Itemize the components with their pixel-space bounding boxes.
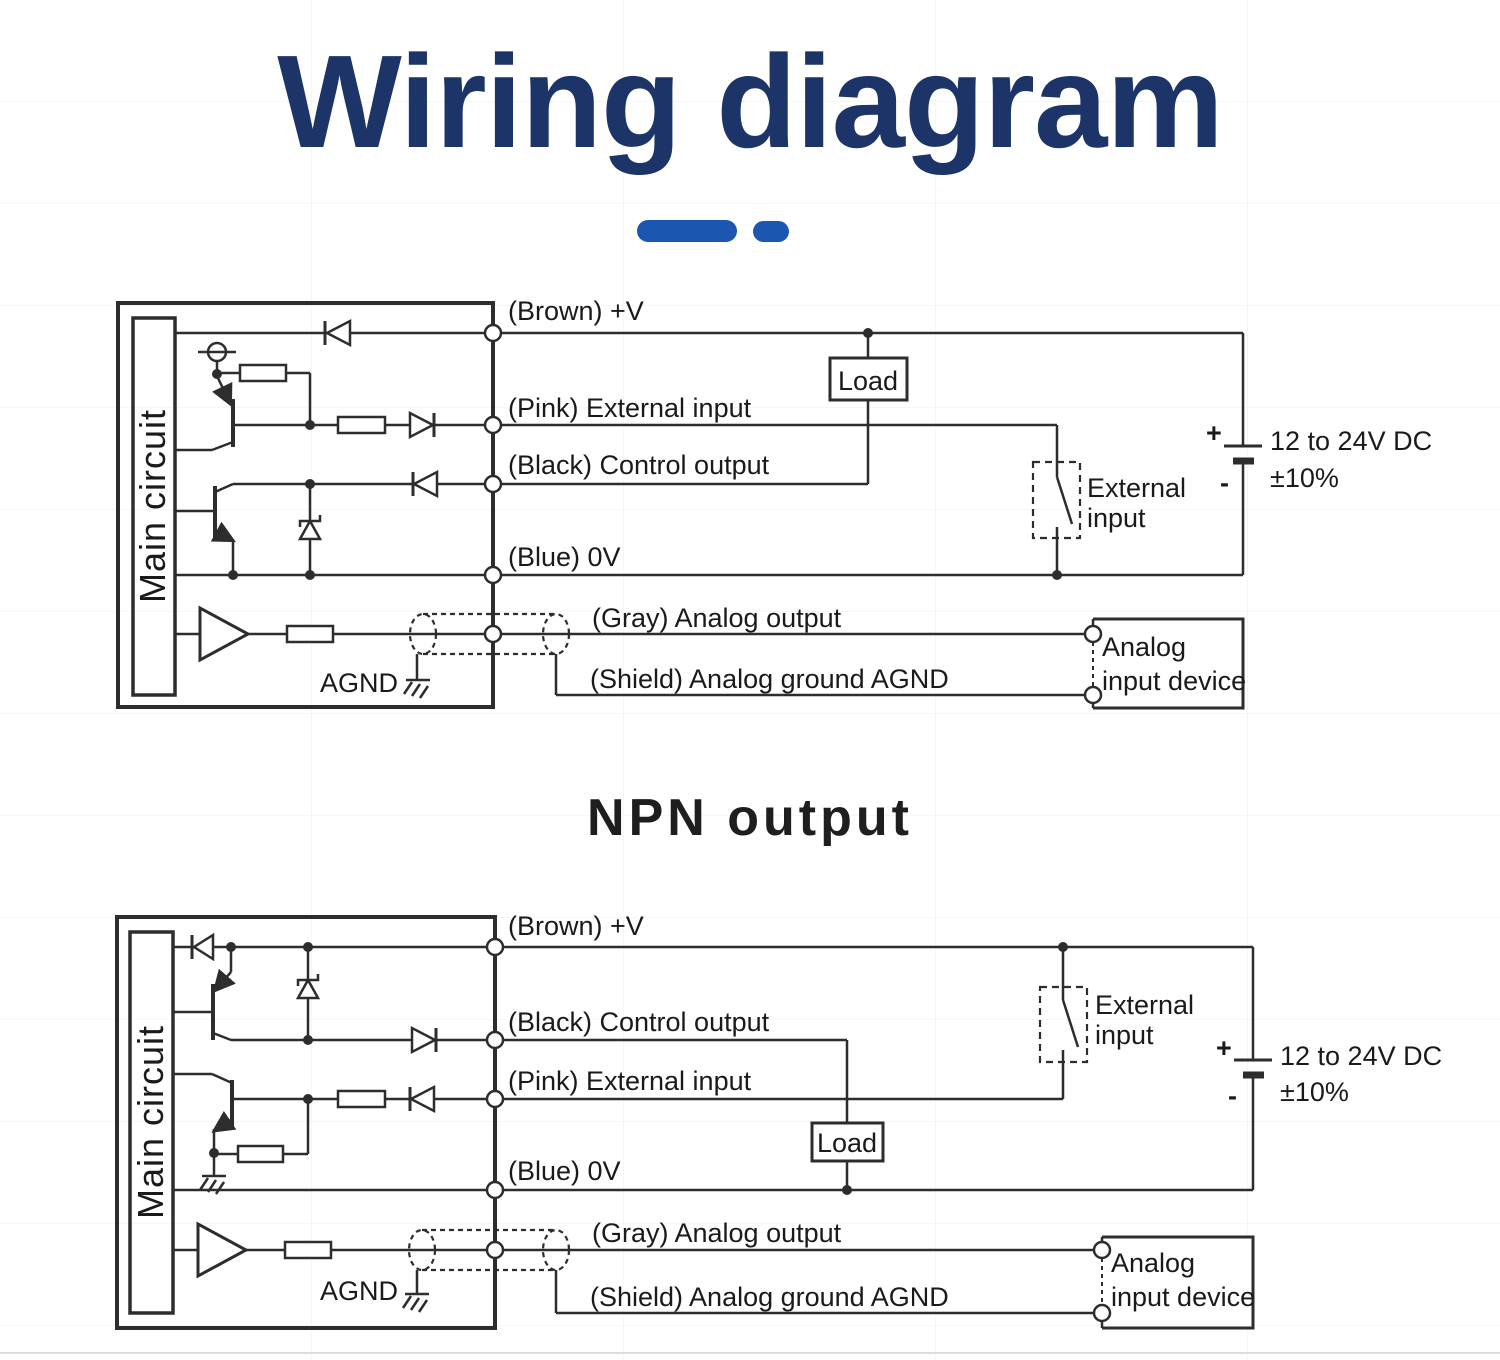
ground-icon: [198, 1153, 226, 1195]
opamp-icon: [196, 1221, 250, 1279]
diode-icon: [190, 932, 215, 962]
wire-label-pink: (Pink) External input: [508, 1066, 752, 1096]
resistor-icon: [236, 1144, 285, 1164]
analog-device-label: input device: [1102, 666, 1246, 696]
device-terminal: [1092, 1303, 1112, 1323]
analog-device-label: input device: [1111, 1282, 1255, 1312]
analog-input-device-box: [1100, 1235, 1255, 1330]
external-input-label: External: [1095, 990, 1194, 1020]
sensor-box: [115, 915, 497, 1330]
diagram-bottom: Main circuit: [115, 911, 1442, 1330]
transistor-icon: [173, 947, 236, 1042]
load-box: [810, 1121, 885, 1163]
terminal-pink: [483, 415, 503, 435]
sensor-box: [116, 301, 495, 709]
terminal-blue: [483, 565, 503, 585]
main-circuit-box: [131, 316, 177, 697]
zener-diode-icon: [295, 947, 321, 1040]
zener-diode-icon: [297, 484, 323, 575]
resistor-icon: [285, 624, 335, 644]
diode-icon: [408, 1084, 436, 1114]
agnd-label: AGND: [320, 668, 398, 698]
wire-label-brown: (Brown) +V: [508, 911, 644, 941]
transistor-icon: [175, 482, 236, 575]
supply-voltage-label: 12 to 24V DC: [1270, 426, 1432, 456]
external-input-switch: [1031, 425, 1082, 575]
wire-label-shield: (Shield) Analog ground AGND: [590, 664, 949, 694]
load-label: Load: [838, 366, 898, 396]
battery-plus-label: +: [1206, 418, 1222, 448]
page-title: Wiring diagram: [277, 28, 1224, 175]
terminal-black: [485, 1030, 505, 1050]
external-input-label: input: [1095, 1020, 1154, 1050]
supply-tolerance-label: ±10%: [1280, 1077, 1349, 1107]
analog-input-device-box: [1091, 617, 1245, 710]
wire-label-black: (Black) Control output: [508, 1007, 770, 1037]
cable-shield-icon: [407, 1228, 571, 1272]
transistor-icon: [173, 1072, 308, 1153]
supply-tolerance-label: ±10%: [1270, 463, 1339, 493]
resistor-icon: [238, 363, 288, 383]
diode-icon: [410, 1025, 438, 1055]
diode-icon: [411, 469, 439, 499]
wire-label-blue: (Blue) 0V: [508, 542, 621, 572]
load-label: Load: [817, 1128, 877, 1158]
terminal-brown: [483, 323, 503, 343]
wire-label-gray: (Gray) Analog output: [592, 1218, 842, 1248]
diode-icon: [323, 318, 352, 348]
wire-label-blue: (Blue) 0V: [508, 1156, 621, 1186]
resistor-icon: [336, 415, 387, 435]
opamp-icon: [198, 605, 252, 663]
resistor-icon: [283, 1240, 333, 1260]
wire-label-pink: (Pink) External input: [508, 393, 752, 423]
main-circuit-label: Main circuit: [130, 1025, 171, 1219]
external-input-label: External: [1087, 473, 1186, 503]
transistor-icon: [175, 375, 310, 452]
battery-minus-label: -: [1228, 1081, 1237, 1111]
agnd-ground-icon: [401, 1270, 429, 1313]
title-underline: [637, 220, 789, 242]
underline-dot-icon: [753, 220, 789, 242]
device-terminal: [1083, 624, 1103, 644]
cable-shield-icon: [408, 612, 571, 656]
supply-voltage-label: 12 to 24V DC: [1280, 1041, 1442, 1071]
device-terminal: [1083, 685, 1103, 705]
resistor-icon: [336, 1089, 387, 1109]
page-bottom-divider: [0, 1352, 1500, 1354]
main-circuit-box: [128, 930, 175, 1315]
wire-label-gray: (Gray) Analog output: [592, 603, 842, 633]
wire-label-brown: (Brown) +V: [508, 296, 644, 326]
external-input-switch: [1038, 947, 1089, 1099]
analog-device-label: Analog: [1111, 1248, 1195, 1278]
wire-label-shield: (Shield) Analog ground AGND: [590, 1282, 949, 1312]
agnd-ground-icon: [402, 654, 430, 699]
battery-icon: [1234, 947, 1272, 1190]
terminal-gray: [485, 1240, 505, 1260]
terminal-gray: [483, 624, 503, 644]
npn-output-heading: NPN output: [587, 789, 913, 847]
analog-device-label: Analog: [1102, 632, 1186, 662]
wire-label-black: (Black) Control output: [508, 450, 770, 480]
external-input-label: input: [1087, 503, 1146, 533]
terminal-brown: [485, 937, 505, 957]
terminal-blue: [485, 1180, 505, 1200]
battery-icon: [1224, 333, 1262, 575]
main-circuit-label: Main circuit: [132, 409, 173, 603]
agnd-label: AGND: [320, 1276, 398, 1306]
terminal-black: [483, 474, 503, 494]
terminal-pink: [485, 1089, 505, 1109]
battery-plus-label: +: [1216, 1033, 1232, 1063]
diode-icon: [408, 410, 436, 440]
device-terminal: [1092, 1240, 1112, 1260]
battery-minus-label: -: [1220, 468, 1229, 498]
underline-dash-icon: [637, 220, 737, 242]
diagram-top: Main circuit: [116, 296, 1432, 710]
